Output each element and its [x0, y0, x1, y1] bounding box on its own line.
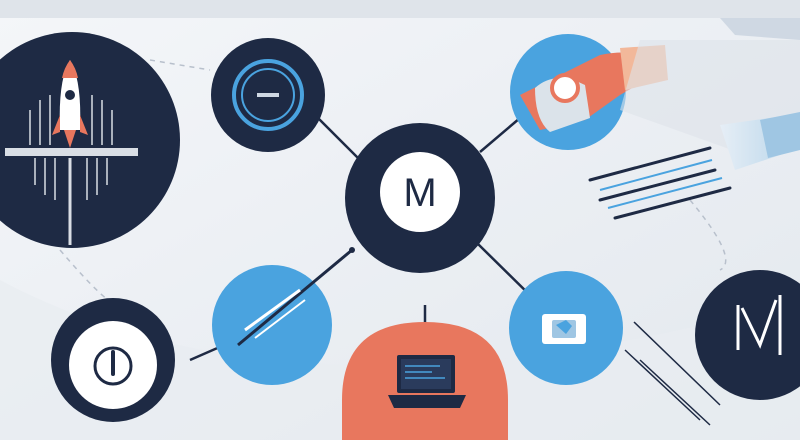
folder-icon [542, 314, 586, 344]
laptop-node[interactable] [342, 322, 508, 440]
v-logo-icon [736, 295, 782, 355]
power-icon [93, 346, 133, 386]
background-wave [0, 280, 800, 440]
corner-accent [720, 18, 800, 40]
pen-stylus-node[interactable] [588, 40, 800, 220]
laptop-icon [388, 355, 466, 408]
v-logo-node[interactable] [695, 270, 800, 400]
stylus-icon [588, 112, 800, 220]
target-icon [232, 59, 304, 131]
rocket-icon [5, 60, 138, 245]
center-logo-node[interactable]: M [345, 123, 495, 273]
top-band [0, 0, 800, 18]
pencil-node[interactable] [212, 247, 355, 385]
m-logo-icon: M [403, 171, 436, 215]
power-node[interactable] [51, 298, 175, 422]
rocket-launch-node[interactable] [0, 32, 180, 248]
target-node[interactable] [211, 38, 325, 152]
folder-node[interactable] [509, 271, 721, 426]
pencil-icon [237, 247, 355, 347]
hand-touch-node[interactable] [510, 34, 668, 150]
motion-lines [624, 321, 721, 426]
